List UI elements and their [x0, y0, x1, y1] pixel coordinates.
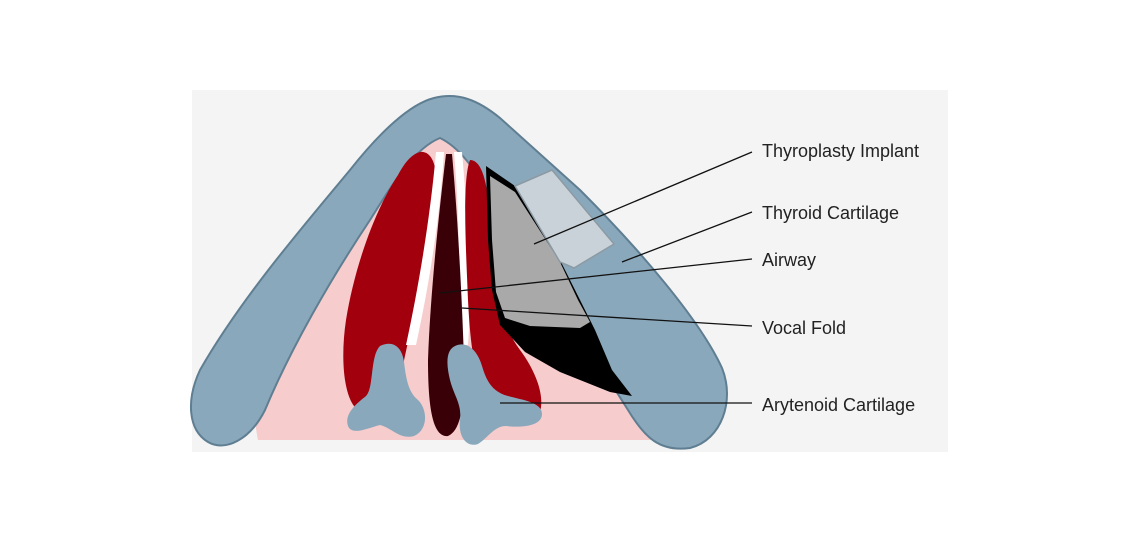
- implant-body: [490, 176, 590, 328]
- label-vocal-fold: Vocal Fold: [762, 318, 847, 338]
- right-muscle: [465, 160, 542, 420]
- leader-thyroid: [621, 211, 753, 263]
- thyroid-cartilage: [190, 95, 728, 450]
- leader-vocal-fold: [461, 307, 753, 327]
- label-thyroid-cartilage: Thyroid Cartilage: [762, 203, 900, 223]
- label-arytenoid-cartilage: Arytenoid Cartilage: [762, 395, 916, 415]
- leader-airway: [439, 258, 753, 294]
- label-thyroplasty-implant: Thyroplasty Implant: [762, 141, 920, 161]
- left-vocal-fold: [406, 152, 444, 345]
- left-arytenoid: [347, 343, 426, 437]
- right-arytenoid: [447, 344, 542, 445]
- implant-block: [513, 169, 616, 269]
- left-muscle: [343, 151, 437, 412]
- label-airway: Airway: [762, 250, 817, 270]
- leader-implant: [533, 151, 753, 245]
